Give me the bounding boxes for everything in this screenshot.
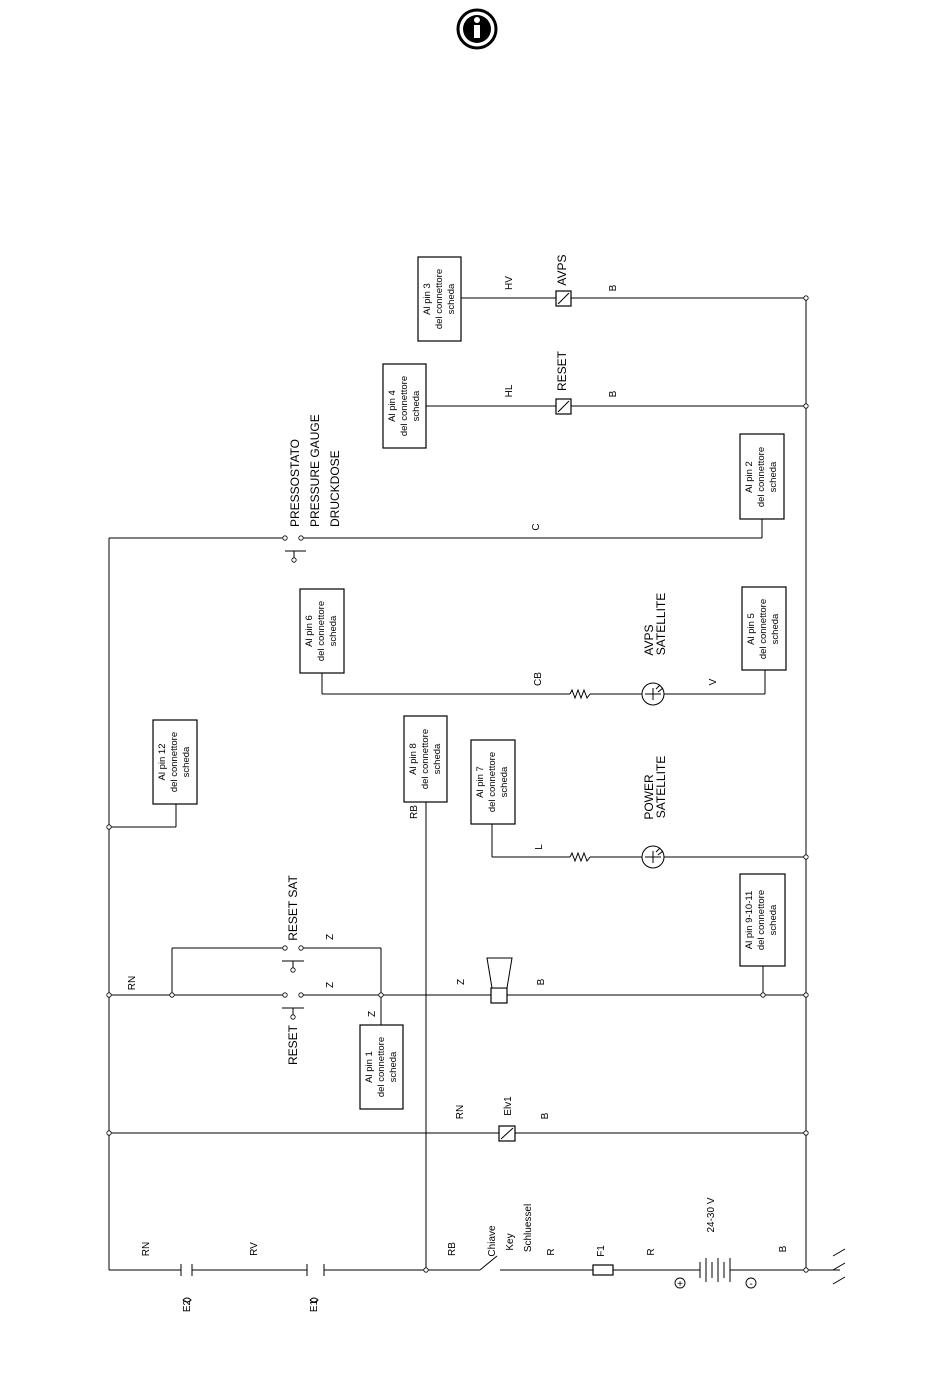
wire-label-z: Z	[456, 979, 467, 985]
connector-box-pin7: Al pin 7 del connettore scheda	[470, 739, 516, 825]
wire-label-rb: RB	[409, 805, 420, 819]
wire-label-b: B	[536, 978, 547, 985]
pressure-gauge-label: PRESSURE GAUGE	[308, 414, 322, 527]
schluessel-label: Schluessel	[523, 1204, 534, 1252]
svg-text:del connettore: del connettore	[316, 601, 327, 661]
connector-box-pin4: Al pin 4 del connettore scheda	[382, 363, 427, 449]
wire-label-v: V	[708, 678, 719, 685]
connector-box-pin8: Al pin 8 del connettore scheda	[403, 715, 448, 803]
lamp-e2-icon	[180, 1264, 193, 1303]
svg-text:del connettore: del connettore	[399, 376, 410, 436]
wire-label-z: Z	[367, 1011, 378, 1017]
svg-text:del connettore: del connettore	[420, 729, 431, 789]
wire-label-z: Z	[325, 982, 336, 988]
svg-text:scheda: scheda	[181, 746, 192, 777]
svg-text:scheda: scheda	[499, 766, 510, 797]
svg-text:del connettore: del connettore	[756, 447, 767, 507]
lamp-e1-label: E1	[309, 1299, 320, 1312]
wire-label-b: B	[778, 1245, 789, 1252]
avps-relay	[555, 290, 572, 307]
connector-box-pin9-10-11: Al pin 9-10-11 del connettore scheda	[739, 873, 786, 967]
avps-label: AVPS	[555, 254, 569, 285]
reset-relay	[555, 398, 572, 415]
wire-label-hv: HV	[504, 276, 515, 290]
battery-minus-label: -	[749, 1279, 752, 1290]
battery-plus-label: +	[677, 1279, 683, 1290]
connector-box-pin12: Al pin 12 del connettore scheda	[152, 719, 198, 805]
svg-text:del connettore: del connettore	[758, 599, 769, 659]
svg-text:Al pin 3: Al pin 3	[422, 283, 433, 315]
elv1-valve	[498, 1125, 516, 1142]
power-satellite-label-2: SATELLITE	[654, 756, 668, 818]
reset-relay-label: RESET	[555, 350, 569, 391]
svg-text:scheda: scheda	[770, 613, 781, 644]
wire-label-c: C	[531, 523, 542, 530]
druckdose-label: DRUCKDOSE	[328, 450, 342, 527]
svg-text:Al pin 4: Al pin 4	[387, 390, 398, 422]
wire-label-b: B	[608, 390, 619, 397]
labels: HV AVPS B HL RESET B PRESSOSTATO PRESSUR…	[127, 254, 789, 1312]
svg-text:scheda: scheda	[388, 1051, 399, 1082]
wire-label-hl: HL	[504, 384, 515, 397]
wire-label-rn: RN	[141, 1242, 152, 1256]
svg-text:Al pin 2: Al pin 2	[744, 461, 755, 493]
wire-label-cb: CB	[533, 672, 544, 686]
svg-text:Al pin 1: Al pin 1	[364, 1051, 375, 1083]
power-satellite-lamp-icon	[641, 845, 665, 869]
horn-icon	[486, 957, 513, 1004]
avps-satellite-label-1: AVPS	[642, 624, 656, 655]
wire-label-r: R	[646, 1248, 657, 1255]
battery-icon	[674, 1258, 757, 1289]
voltage-label: 24-30 V	[706, 1197, 717, 1232]
info-icon	[456, 8, 498, 50]
wire-label-rn: RN	[455, 1105, 466, 1119]
wire-label-z: Z	[325, 934, 336, 940]
wire-label-rv: RV	[249, 1242, 260, 1256]
svg-text:scheda: scheda	[432, 743, 443, 774]
svg-text:scheda: scheda	[768, 904, 779, 935]
avps-satellite-lamp-icon	[641, 682, 665, 706]
wires	[108, 297, 846, 1285]
key-label: Key	[505, 1233, 516, 1250]
junction-dots	[106, 295, 809, 1273]
reset-button-label: RESET	[286, 1024, 300, 1065]
svg-text:Al pin 6: Al pin 6	[304, 615, 315, 647]
svg-text:scheda: scheda	[328, 615, 339, 646]
svg-text:Al pin 12: Al pin 12	[157, 744, 168, 781]
wire-label-rb: RB	[447, 1242, 458, 1256]
connector-box-pin3: Al pin 3 del connettore scheda	[417, 256, 462, 342]
wire-label-rn: RN	[127, 976, 138, 990]
elv1-label: Elv1	[503, 1096, 514, 1116]
svg-text:Al pin 5: Al pin 5	[746, 613, 757, 645]
svg-text:del connettore: del connettore	[434, 269, 445, 329]
lamp-e1-icon	[306, 1264, 325, 1303]
lamp-e2-label: E2	[182, 1299, 193, 1312]
wire-label-r: R	[546, 1248, 557, 1255]
svg-text:Al pin 8: Al pin 8	[408, 743, 419, 775]
svg-text:Al pin 7: Al pin 7	[475, 766, 486, 798]
svg-text:scheda: scheda	[768, 461, 779, 492]
wire-label-l: L	[534, 844, 545, 850]
reset-sat-label: RESET SAT	[286, 875, 300, 941]
svg-text:del connettore: del connettore	[487, 752, 498, 812]
connector-box-pin1: Al pin 1 del connettore scheda	[359, 1024, 404, 1110]
power-satellite-label-1: POWER	[642, 774, 656, 820]
svg-text:del connettore: del connettore	[169, 732, 180, 792]
wire-label-b: B	[608, 284, 619, 291]
avps-satellite-label-2: SATELLITE	[654, 593, 668, 655]
pressostato-label: PRESSOSTATO	[288, 439, 302, 527]
svg-text:del connettore: del connettore	[376, 1037, 387, 1097]
svg-text:del connettore: del connettore	[756, 890, 767, 950]
fuse-f1	[592, 1264, 614, 1276]
connector-box-pin6: Al pin 6 del connettore scheda	[299, 588, 345, 674]
connector-box-pin5: Al pin 5 del connettore scheda	[741, 586, 787, 671]
svg-text:Al pin 9-10-11: Al pin 9-10-11	[744, 891, 755, 949]
wire-label-b: B	[540, 1112, 551, 1119]
connector-box-pin2: Al pin 2 del connettore scheda	[739, 433, 785, 520]
chiave-label: Chiave	[487, 1225, 498, 1257]
fuse-label: F1	[596, 1245, 607, 1257]
svg-text:scheda: scheda	[446, 283, 457, 314]
svg-text:scheda: scheda	[411, 390, 422, 421]
